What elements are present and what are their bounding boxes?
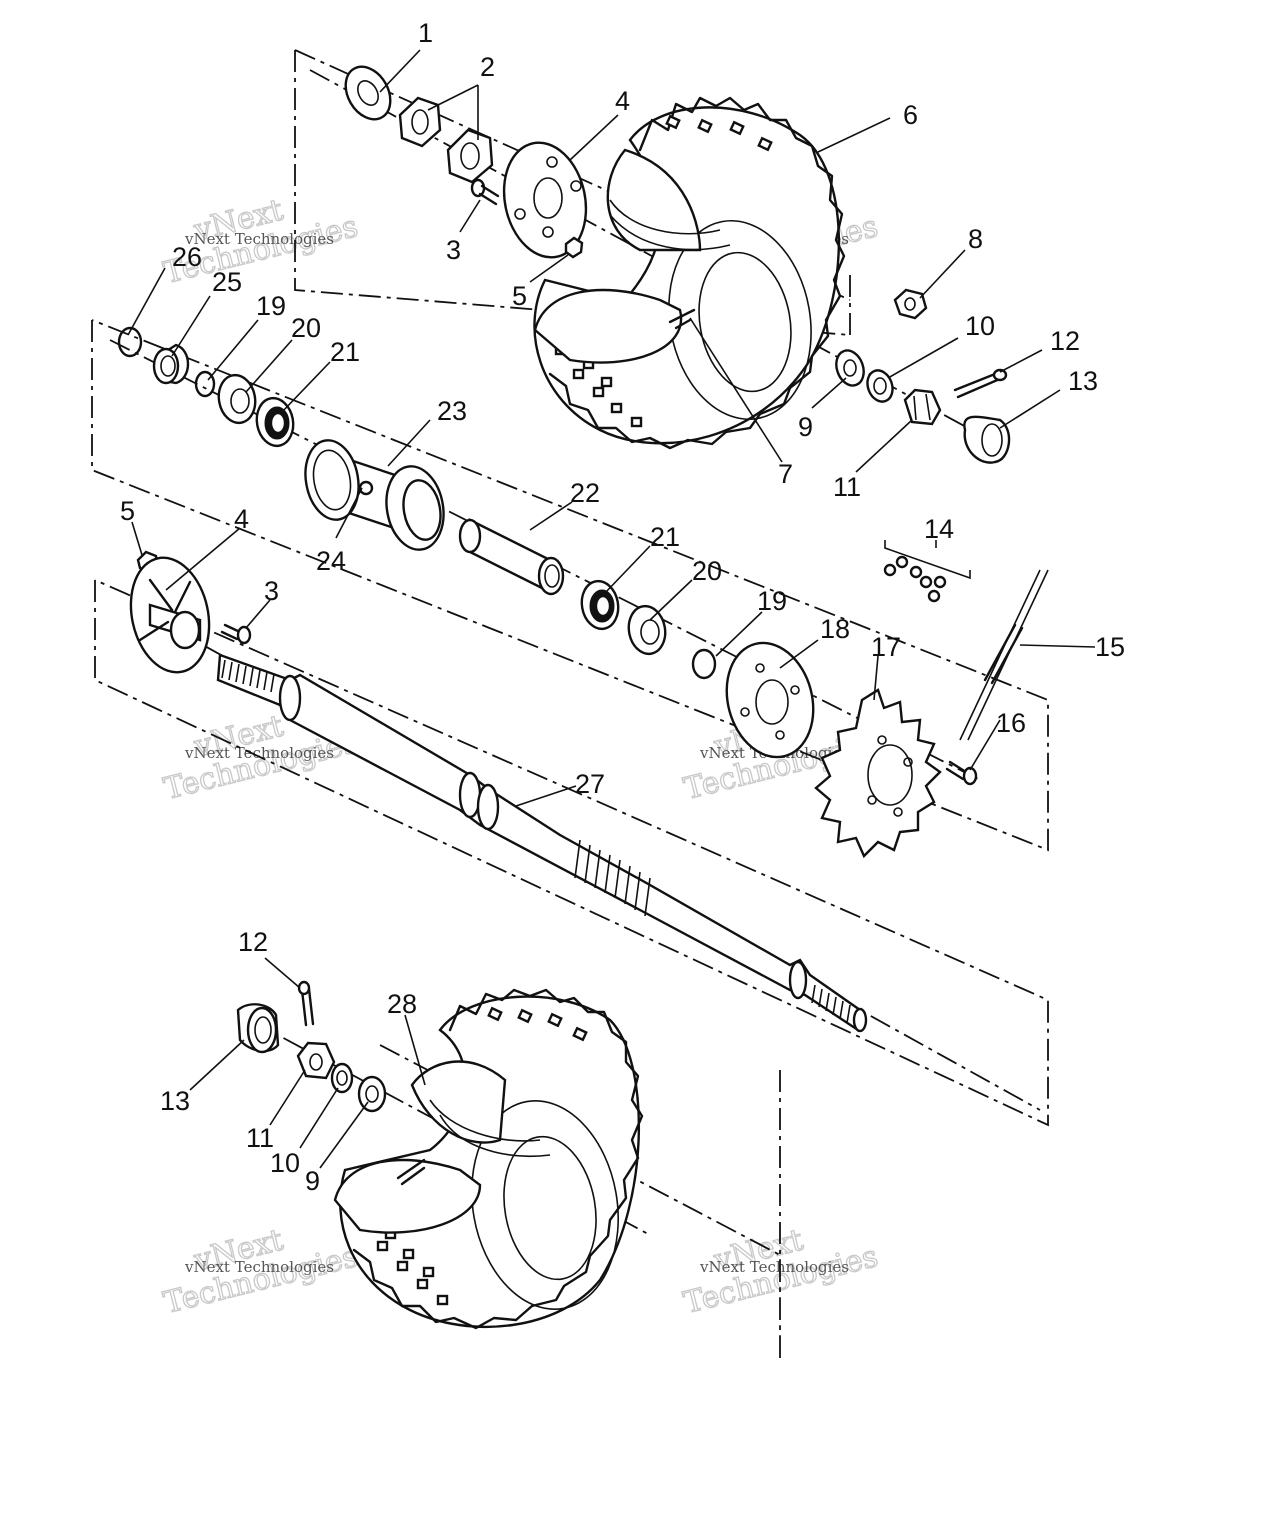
- chain-link-kit-part-14: [883, 540, 971, 603]
- tire-part-28: [333, 988, 644, 1330]
- bolt-part-3: [470, 178, 500, 206]
- washer-part-9: [835, 349, 865, 387]
- callout-21b: 21: [650, 522, 680, 552]
- tire-part-6: [533, 96, 846, 450]
- bolt-part-3b: [220, 623, 252, 645]
- cotter-pin-part-12b: [297, 980, 315, 1027]
- callout-21: 21: [330, 337, 360, 367]
- chain-part-15: [959, 569, 1049, 741]
- valve-stem-part-7: [668, 308, 696, 330]
- bearing-carrier-assembly: [117, 326, 815, 759]
- callout-26: 26: [172, 242, 202, 272]
- bolt-part-16: [945, 760, 978, 786]
- callout-7: 7: [778, 459, 793, 489]
- washer-part-10: [866, 369, 894, 403]
- callout-17: 17: [871, 632, 901, 662]
- snap-ring-part-26: [117, 326, 143, 358]
- o-ring-part-19b: [691, 648, 717, 680]
- washer-part-10b: [330, 1062, 354, 1094]
- bearing-carrier-frame: [91, 319, 1049, 852]
- callout-14: 14: [924, 514, 954, 544]
- callout-5: 5: [512, 281, 527, 311]
- callout-3: 3: [446, 235, 461, 265]
- cotter-pin-part-12: [953, 368, 1008, 399]
- callout-12b: 12: [238, 927, 268, 957]
- callout-labels: 1 2 4 6 3 5 8 26 25 19 20 21 23 10 12 13…: [120, 18, 1125, 1196]
- callout-5b: 5: [120, 496, 135, 526]
- watermark-small-text: vNext Technologies: [184, 1258, 334, 1276]
- callout-11: 11: [833, 472, 861, 502]
- hub-part-4: [502, 141, 588, 259]
- sprocket-hub-part-18: [725, 641, 815, 759]
- callout-6: 6: [903, 100, 918, 130]
- callout-24: 24: [316, 546, 346, 576]
- castle-nut-part-2: [398, 96, 442, 148]
- tire-tread-blocks: [554, 114, 773, 428]
- callout-20b: 20: [692, 556, 722, 586]
- callout-10b: 10: [270, 1148, 300, 1178]
- top-wheel-assembly: [344, 65, 1011, 464]
- dust-cap-part-13b: [236, 1003, 280, 1054]
- callout-1: 1: [418, 18, 433, 48]
- callout-13b: 13: [160, 1086, 190, 1116]
- bottom-wheel-assembly: [236, 980, 644, 1330]
- callout-15: 15: [1095, 632, 1125, 662]
- axle-frame: [94, 579, 1049, 1127]
- sprocket-part-17: [814, 688, 942, 859]
- callout-2: 2: [480, 52, 495, 82]
- callout-13: 13: [1068, 366, 1098, 396]
- washer-part-9b: [357, 1075, 387, 1113]
- castle-nut-part-2b: [446, 128, 494, 184]
- watermark-small-text: vNext Technologies: [184, 230, 334, 248]
- watermark-small-text: vNext Technologies: [184, 744, 334, 762]
- nut-part-8: [893, 288, 928, 320]
- watermark-small-text: vNext Technologies: [699, 1258, 849, 1276]
- callout-18: 18: [820, 614, 850, 644]
- seal-part-20b: [627, 604, 667, 656]
- callout-23: 23: [437, 396, 467, 426]
- leader-lines: [127, 49, 1096, 1169]
- callout-11b: 11: [246, 1123, 274, 1153]
- washer-part-1: [344, 65, 392, 121]
- o-ring-part-19: [194, 370, 216, 398]
- callout-20: 20: [291, 313, 321, 343]
- castle-nut-part-11b: [296, 1041, 336, 1080]
- callout-25: 25: [212, 267, 242, 297]
- nut-part-5: [564, 236, 584, 259]
- callout-4b: 4: [234, 504, 249, 534]
- callout-4: 4: [615, 86, 630, 116]
- bottom-wheel-frame: [379, 1044, 781, 1360]
- callout-12: 12: [1050, 326, 1080, 356]
- callout-22: 22: [570, 478, 600, 508]
- callout-16: 16: [996, 708, 1026, 738]
- callout-3b: 3: [264, 576, 279, 606]
- axle-shaft-part-27: [216, 653, 868, 1033]
- callout-9b: 9: [305, 1166, 320, 1196]
- drive-sprocket-assembly: [814, 540, 1049, 859]
- hub-part-4b: [129, 556, 211, 674]
- callout-19: 19: [256, 291, 286, 321]
- callout-8: 8: [968, 224, 983, 254]
- callout-9: 9: [798, 412, 813, 442]
- axle-assembly: [129, 550, 868, 1033]
- bearing-part-21b: [580, 579, 620, 631]
- castle-nut-part-11: [903, 388, 942, 426]
- callout-27: 27: [575, 769, 605, 799]
- seal-part-25: [152, 343, 190, 385]
- callout-10: 10: [965, 311, 995, 341]
- seal-part-20: [217, 373, 257, 425]
- spacer-tube-part-22: [458, 518, 565, 596]
- dust-cap-part-13: [963, 415, 1011, 464]
- callout-19b: 19: [757, 586, 787, 616]
- carrier-housing-part-23: [304, 439, 445, 551]
- callout-28: 28: [387, 989, 417, 1019]
